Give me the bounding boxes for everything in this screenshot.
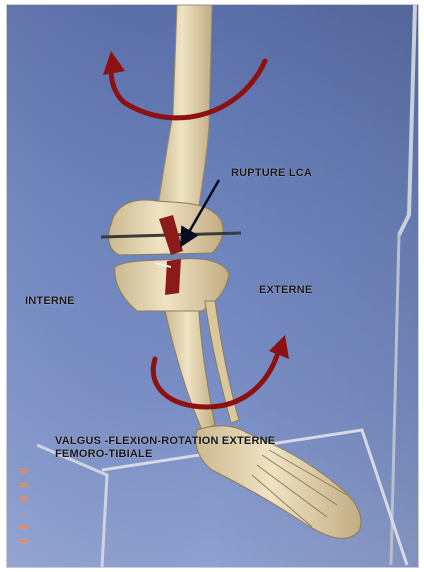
anatomy-photo	[7, 5, 418, 567]
caption: VALGUS -FLEXION-ROTATION EXTERNE FEMORO-…	[55, 435, 275, 461]
interne-label: INTERNE	[25, 295, 75, 307]
photo-frame: RUPTURE LCA INTERNE EXTERNE VALGUS -FLEX…	[6, 4, 419, 568]
acl-lower	[165, 259, 181, 295]
rupture-lca-label: RUPTURE LCA	[231, 167, 312, 179]
caption-line-2: FEMORO-TIBIALE	[55, 448, 275, 461]
caption-line-1: VALGUS -FLEXION-ROTATION EXTERNE	[55, 435, 275, 448]
externe-label: EXTERNE	[259, 284, 312, 296]
date-stamp: 1 1 · 1 1 1	[19, 467, 39, 544]
